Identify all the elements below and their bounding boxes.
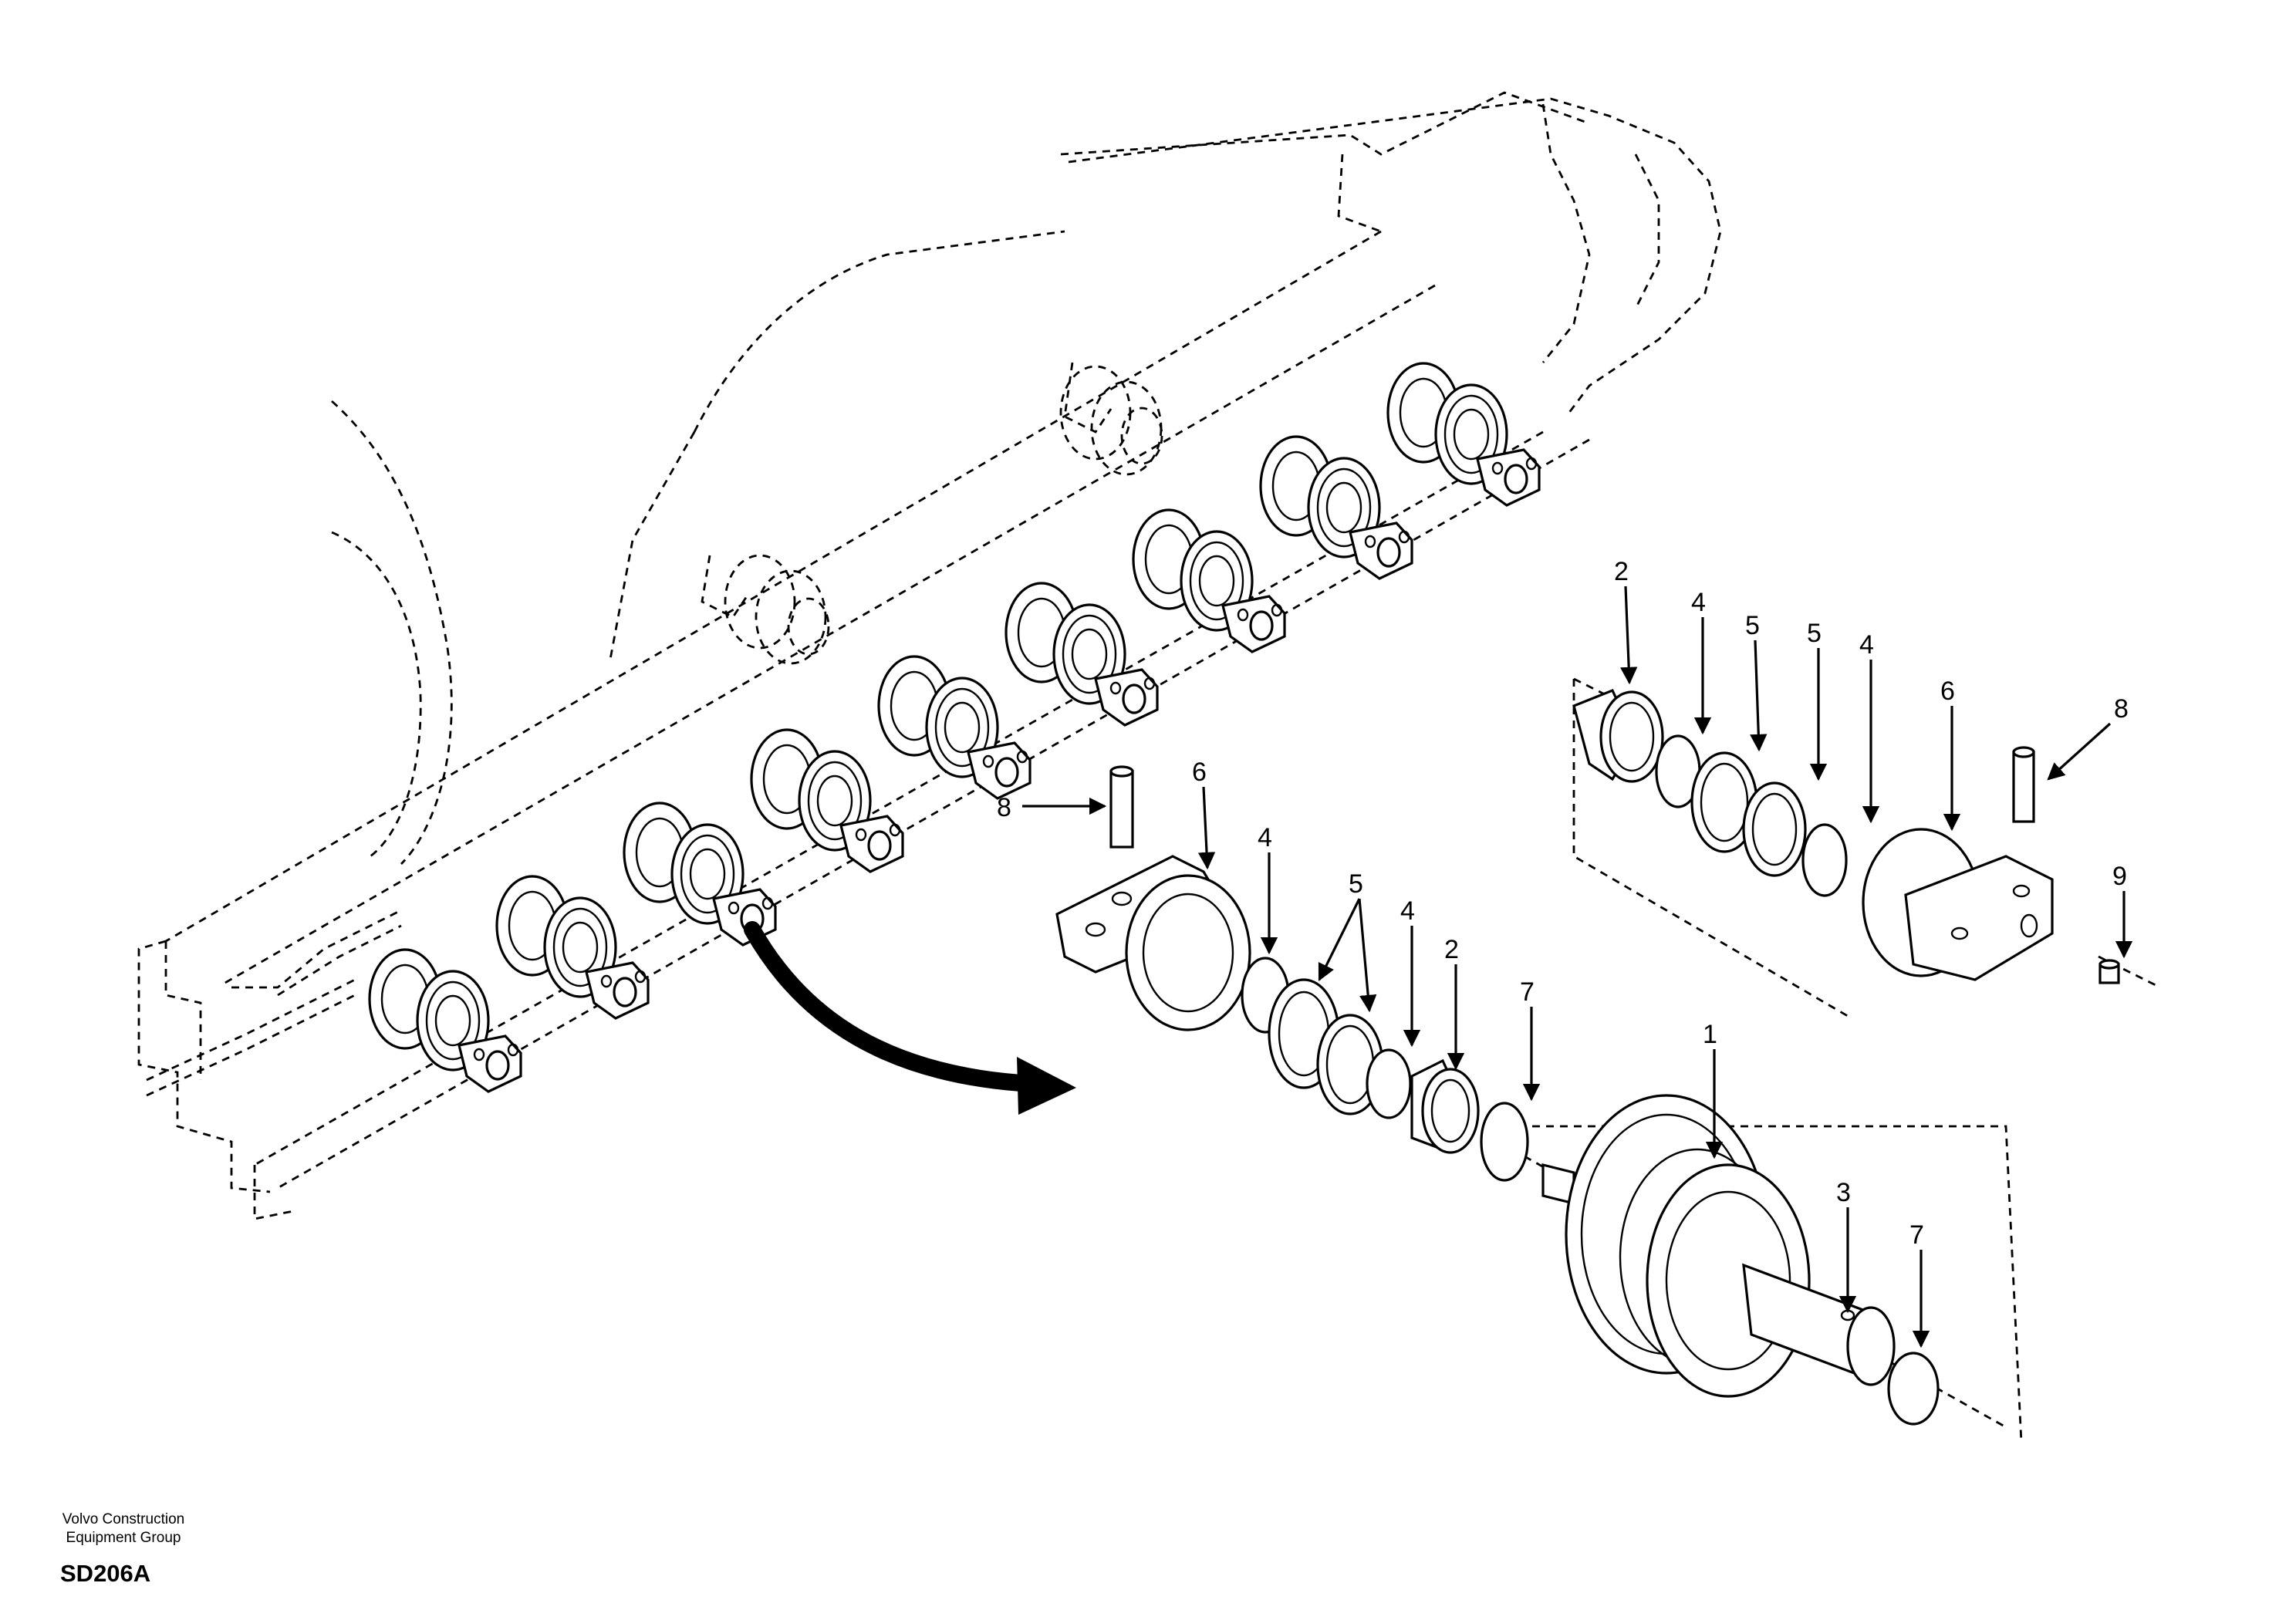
company-line-1: Volvo Construction (62, 1511, 185, 1527)
roller-assembly-part (1541, 1094, 1896, 1398)
callout-5: 5 (1745, 611, 1760, 640)
o-ring-part (1801, 823, 1848, 897)
callout-4: 4 (1400, 896, 1415, 926)
track-roller-row (368, 362, 1541, 1093)
callout-7: 7 (1520, 977, 1535, 1007)
bushing-part (1410, 1058, 1480, 1154)
callout-4: 4 (1258, 823, 1272, 852)
track-frame-outline (137, 91, 1722, 1220)
callout-3: 3 (1836, 1178, 1851, 1207)
track-roller-1 (1386, 362, 1541, 507)
o-ring-part (1366, 1048, 1412, 1119)
track-roller-4 (1004, 582, 1159, 727)
drawing-code: SD206A (60, 1560, 151, 1587)
track-roller-3 (1132, 508, 1286, 653)
plug-part (2098, 959, 2120, 984)
exploded-view-secondary (1572, 677, 2161, 1020)
detail-arrow (744, 921, 1076, 1115)
callout-2: 2 (1614, 557, 1629, 586)
track-roller-9 (368, 948, 522, 1093)
callout-6: 6 (1192, 758, 1207, 787)
pin-part (1109, 765, 1134, 849)
callout-1: 1 (1703, 1020, 1717, 1049)
snap-ring-part (1887, 1352, 1940, 1426)
company-name: Volvo Construction Equipment Group (31, 1510, 216, 1547)
callout-8: 8 (2114, 694, 2129, 724)
callout-7: 7 (1909, 1220, 1924, 1250)
callout-9: 9 (2112, 862, 2127, 891)
bracket-part (1862, 828, 2054, 981)
bushing-part (1572, 688, 1664, 783)
track-roller-6 (750, 728, 904, 873)
callout-labels: 2 4 5 5 4 6 8 9 8 6 4 5 4 2 7 1 3 7 (997, 557, 2129, 1250)
company-line-2: Equipment Group (66, 1530, 181, 1546)
callout-2: 2 (1444, 935, 1459, 964)
track-roller-8 (495, 875, 650, 1020)
leader-lines (1022, 586, 2133, 1348)
callout-4: 4 (1691, 588, 1706, 617)
callout-5: 5 (1349, 869, 1363, 899)
carrier-roller-lower (724, 554, 830, 665)
callout-6: 6 (1940, 677, 1955, 706)
callout-8: 8 (997, 793, 1011, 822)
carrier-roller-upper (1059, 365, 1163, 476)
track-roller-5 (877, 655, 1032, 800)
callout-4: 4 (1859, 630, 1874, 660)
exploded-view-main (1055, 765, 2023, 1443)
bracket-part (1055, 855, 1251, 1031)
snap-ring-part (1480, 1102, 1529, 1182)
track-roller-2 (1259, 435, 1413, 580)
callout-5: 5 (1807, 619, 1822, 648)
pin-part (2012, 746, 2035, 823)
